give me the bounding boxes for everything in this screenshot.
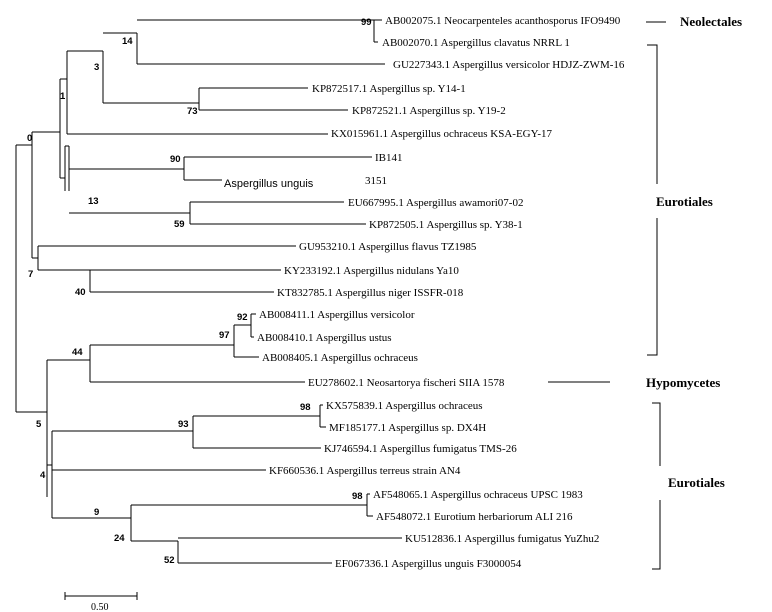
bootstrap-value: 14 — [122, 36, 133, 47]
taxon-label: EU667995.1 Aspergillus awamori07-02 — [348, 197, 523, 209]
group-label-hypomycetes: Hypomycetes — [646, 375, 720, 390]
bootstrap-value: 93 — [178, 419, 189, 430]
bootstrap-value: 98 — [300, 402, 311, 413]
taxon-label: GU953210.1 Aspergillus flavus TZ1985 — [299, 241, 477, 253]
bootstrap-value: 99 — [361, 17, 372, 28]
taxon-label: KT832785.1 Aspergillus niger ISSFR-018 — [277, 287, 464, 299]
taxon-label: 3151 — [365, 175, 387, 187]
bootstrap-value: 73 — [187, 106, 198, 117]
group-bracket — [647, 44, 658, 184]
taxon-label: KP872505.1 Aspergillus sp. Y38-1 — [369, 219, 523, 231]
bootstrap-value: 7 — [28, 269, 33, 280]
bootstrap-values: 99 14 3 73 1 0 90 13 59 7 40 92 97 44 5 … — [27, 17, 372, 566]
taxon-label: AB008405.1 Aspergillus ochraceus — [262, 352, 418, 364]
taxon-label: KP872517.1 Aspergillus sp. Y14-1 — [312, 83, 466, 95]
bootstrap-value: 92 — [237, 312, 248, 323]
bootstrap-value: 13 — [88, 196, 99, 207]
bootstrap-value: 24 — [114, 533, 125, 544]
bootstrap-value: 4 — [40, 470, 46, 481]
taxon-label: AB008410.1 Aspergillus ustus — [257, 332, 392, 344]
taxon-label: KX575839.1 Aspergillus ochraceus — [326, 400, 483, 412]
scale-bar: 0.50 — [64, 592, 138, 612]
group-label-neolectales: Neolectales — [680, 14, 742, 29]
bootstrap-value: 1 — [60, 91, 66, 102]
bootstrap-value: 3 — [94, 62, 99, 73]
bootstrap-value: 52 — [164, 555, 175, 566]
taxon-label: AB008411.1 Aspergillus versicolor — [259, 309, 415, 321]
group-bracket — [647, 218, 658, 356]
scale-bar-label: 0.50 — [91, 602, 109, 612]
taxon-label: AB002075.1 Neocarpenteles acanthosporus … — [385, 15, 621, 27]
group-label-eurotiales-lower: Eurotiales — [668, 475, 725, 490]
taxon-label: AB002070.1 Aspergillus clavatus NRRL 1 — [382, 37, 570, 49]
bootstrap-value: 98 — [352, 491, 363, 502]
bootstrap-value: 44 — [72, 347, 83, 358]
overlay-label: Aspergillus unguis — [224, 178, 314, 190]
group-bracket — [652, 402, 661, 466]
group-bracket — [652, 500, 661, 570]
group-labels: Neolectales Eurotiales Hypomycetes Eurot… — [646, 14, 742, 490]
bootstrap-value: 59 — [174, 219, 185, 230]
group-brackets — [548, 21, 666, 570]
taxon-label: EF067336.1 Aspergillus unguis F3000054 — [335, 558, 522, 570]
bootstrap-value: 5 — [36, 419, 42, 430]
taxon-labels: AB002075.1 Neocarpenteles acanthosporus … — [257, 15, 625, 570]
taxon-label: KP872521.1 Aspergillus sp. Y19-2 — [352, 105, 506, 117]
taxon-label: AF548072.1 Eurotium herbariorum ALI 216 — [376, 511, 573, 523]
taxon-label: KY233192.1 Aspergillus nidulans Ya10 — [284, 265, 459, 277]
bootstrap-value: 97 — [219, 330, 230, 341]
tree-branches — [15, 19, 402, 564]
taxon-label: AF548065.1 Aspergillus ochraceus UPSC 19… — [373, 489, 583, 501]
group-label-eurotiales-upper: Eurotiales — [656, 194, 713, 209]
taxon-label: IB141 — [375, 152, 403, 164]
taxon-label: KX015961.1 Aspergillus ochraceus KSA-EGY… — [331, 128, 552, 140]
taxon-label: GU227343.1 Aspergillus versicolor HDJZ-Z… — [393, 59, 625, 71]
bootstrap-value: 40 — [75, 287, 86, 298]
bootstrap-value: 90 — [170, 154, 181, 165]
taxon-label: KF660536.1 Aspergillus terreus strain AN… — [269, 465, 461, 477]
bootstrap-value: 9 — [94, 507, 99, 518]
bootstrap-value: 0 — [27, 133, 32, 144]
taxon-label: KJ746594.1 Aspergillus fumigatus TMS-26 — [324, 443, 517, 455]
taxon-label: KU512836.1 Aspergillus fumigatus YuZhu2 — [405, 533, 599, 545]
taxon-label: MF185177.1 Aspergillus sp. DX4H — [329, 422, 486, 434]
taxon-label: EU278602.1 Neosartorya fischeri SIIA 157… — [308, 377, 505, 389]
